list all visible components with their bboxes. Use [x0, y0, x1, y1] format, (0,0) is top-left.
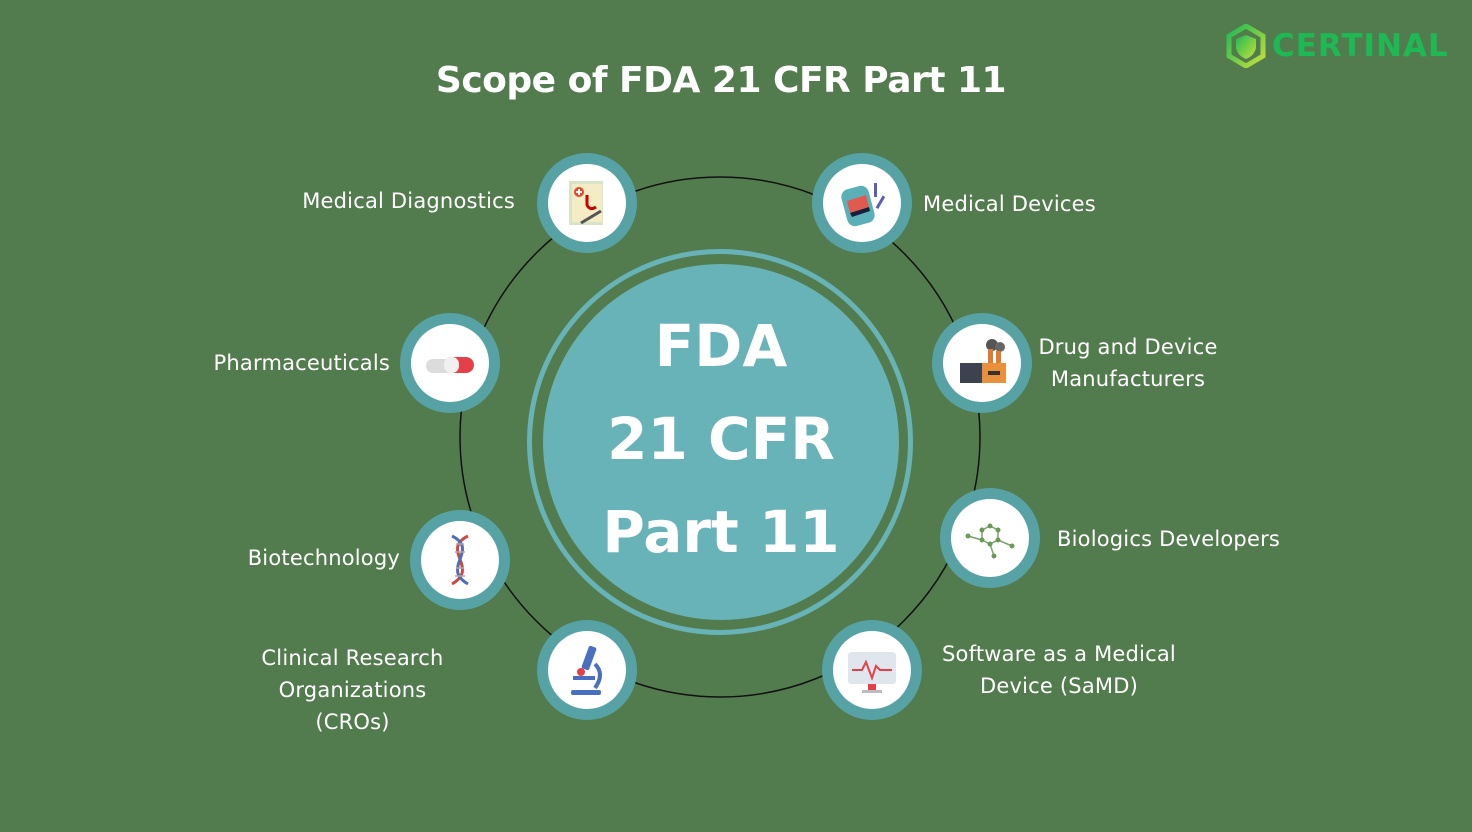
label-pharmaceuticals: Pharmaceuticals — [213, 351, 390, 375]
node-cros — [537, 620, 637, 720]
node-biologics-developers — [940, 488, 1040, 588]
label-line-2: Manufacturers — [1050, 367, 1206, 391]
label-medical-diagnostics: Medical Diagnostics — [302, 189, 515, 213]
node-medical-diagnostics — [537, 153, 637, 253]
node-drug-device-manufacturers — [932, 313, 1032, 413]
certinal-logo: CERTINAL — [1226, 24, 1449, 68]
heart-monitor-icon — [848, 652, 896, 693]
clipboard-stethoscope-icon — [569, 181, 603, 225]
label-medical-devices: Medical Devices — [923, 192, 1096, 216]
center-line-3: Part 11 — [602, 498, 840, 566]
node-pharmaceuticals — [400, 313, 500, 413]
label-line-2: (CROs) — [315, 710, 390, 734]
glucose-meter-icon — [841, 183, 886, 227]
node-medical-devices — [812, 153, 912, 253]
label-biologics-developers: Biologics Developers — [1057, 527, 1281, 551]
microscope-icon — [571, 645, 602, 695]
label-line-1: Clinical Research Organizations — [261, 646, 444, 702]
dna-icon — [451, 534, 469, 586]
node-samd — [822, 620, 922, 720]
page-title: Scope of FDA 21 CFR Part 11 — [435, 60, 1007, 101]
pill-capsule-icon — [426, 357, 474, 373]
center-circle — [543, 264, 899, 620]
label-line-2: Device (SaMD) — [980, 674, 1138, 698]
label-drug-device-manufacturers: Drug and Device Manufacturers — [1028, 331, 1228, 395]
molecule-icon — [965, 523, 1015, 559]
center-line-2: 21 CFR — [607, 405, 835, 473]
certinal-hexagon-icon — [1226, 24, 1266, 68]
label-line-1: Software as a Medical — [942, 642, 1176, 666]
center-line-1: FDA — [654, 312, 788, 380]
factory-icon — [960, 339, 1006, 383]
node-biotechnology — [410, 510, 510, 610]
label-cros: Clinical Research Organizations (CROs) — [190, 642, 515, 738]
center-ring — [527, 249, 913, 635]
logo-text: CERTINAL — [1272, 28, 1449, 64]
label-line-1: Drug and Device — [1038, 335, 1218, 359]
label-samd: Software as a Medical Device (SaMD) — [930, 638, 1188, 702]
label-biotechnology: Biotechnology — [247, 546, 400, 570]
